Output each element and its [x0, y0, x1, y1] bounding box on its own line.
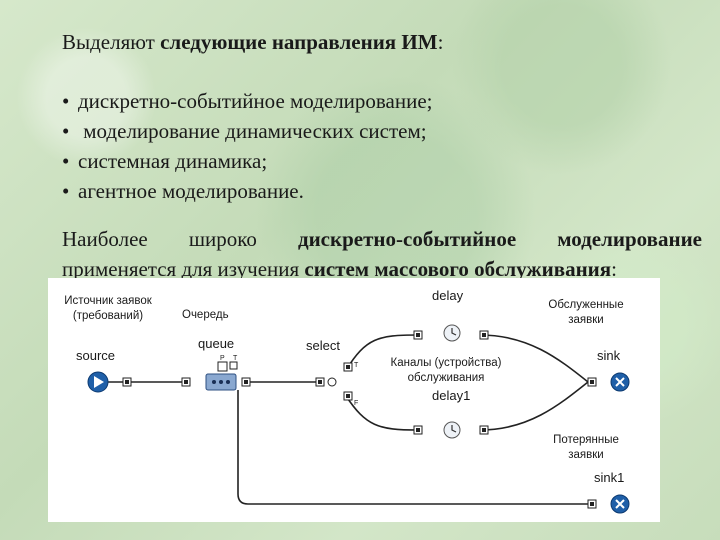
channels-line1: Каналы (устройства)	[390, 357, 502, 369]
play-icon	[94, 376, 104, 388]
channels-line2: обслуживания	[407, 372, 485, 384]
delay1-name: delay1	[432, 388, 471, 403]
connection-wires	[106, 334, 589, 505]
port-dot	[416, 428, 420, 432]
served-line1: Обслуженные	[548, 299, 624, 311]
select-true-label: T	[354, 362, 359, 369]
queue-item-icon	[219, 380, 223, 384]
port-dot	[346, 365, 350, 369]
port-dot	[590, 380, 594, 384]
lost-caption: Потерянные заявки	[536, 433, 636, 463]
heading-prefix: Выделяют	[62, 30, 161, 54]
source-caption-line2: (требований)	[72, 310, 144, 322]
directions-list: • дискретно-событийное моделирование; • м…	[62, 86, 433, 206]
para-bold2: систем массового обслуживания	[304, 257, 612, 281]
served-caption: Обслуженные заявки	[536, 298, 636, 328]
list-item-text: дискретно-событийное моделирование;	[78, 89, 433, 113]
served-line2: заявки	[568, 314, 604, 326]
heading: Выделяют следующие направления ИМ:	[62, 30, 443, 55]
list-item: • агентное моделирование.	[62, 176, 433, 206]
bullet-dot: •	[62, 89, 70, 113]
queueing-model-diagram: Источник заявок (требований) Очередь sou…	[48, 278, 660, 522]
wire-delay-sink	[479, 334, 589, 383]
para-part3: :	[611, 257, 617, 281]
wire-queue-sink1	[237, 390, 588, 505]
queue-p-port	[217, 361, 228, 372]
wire-delay1-sink	[479, 381, 589, 431]
bullet-dot: •	[62, 119, 70, 143]
queue-name: queue	[198, 336, 235, 351]
source-caption: Источник заявок (требований)	[56, 294, 160, 324]
sink1-name: sink1	[594, 470, 625, 485]
queue-port-p-label: P	[220, 355, 225, 362]
para-part1: Наиболее широко	[62, 227, 298, 251]
bullet-dot: •	[62, 149, 70, 173]
port-dot	[244, 380, 248, 384]
queue-caption: Очередь	[182, 309, 229, 321]
close-icon	[615, 499, 625, 509]
list-item: • моделирование динамических систем;	[62, 116, 433, 146]
description-paragraph: Наиболее широко дискретно-событийное мод…	[62, 224, 702, 284]
wire-select-delay	[345, 334, 419, 371]
list-item: • системная динамика;	[62, 146, 433, 176]
source-caption-line1: Источник заявок	[64, 295, 152, 307]
lost-line1: Потерянные	[553, 434, 619, 446]
clock-icon	[451, 425, 457, 433]
channels-caption: Каналы (устройства) обслуживания	[376, 356, 516, 386]
list-item-text: моделирование динамических систем;	[78, 119, 427, 143]
sink-name: sink	[597, 348, 621, 363]
heading-suffix: :	[437, 30, 444, 54]
list-item-text: системная динамика;	[78, 149, 268, 173]
port-dot	[482, 333, 486, 337]
clock-icon	[451, 328, 457, 336]
port-dot	[590, 502, 594, 506]
delay-name: delay	[432, 288, 464, 303]
para-bold1: дискретно-событийное моделирование	[297, 227, 702, 251]
select-name: select	[306, 338, 340, 353]
diagram-canvas	[87, 324, 630, 514]
queue-t-port	[229, 361, 238, 370]
list-item-text: агентное моделирование.	[78, 179, 304, 203]
port-dot	[125, 380, 129, 384]
source-name: source	[76, 348, 116, 363]
wire-select-delay1	[345, 395, 419, 431]
queue-port-t-label: T	[233, 355, 238, 362]
select-false-label: F	[354, 400, 359, 407]
heading-bold: следующие направления ИМ	[160, 30, 438, 54]
para-part2: применяется для изучения	[62, 257, 305, 281]
close-icon	[615, 377, 625, 387]
port-dot	[482, 428, 486, 432]
lost-line2: заявки	[568, 449, 604, 461]
queue-item-icon	[212, 380, 216, 384]
port-dot	[416, 333, 420, 337]
port-dot	[346, 394, 350, 398]
list-item: • дискретно-событийное моделирование;	[62, 86, 433, 116]
port-dot	[318, 380, 322, 384]
queue-item-icon	[226, 380, 230, 384]
select-block[interactable]	[327, 377, 337, 387]
bullet-dot: •	[62, 179, 70, 203]
port-dot	[184, 380, 188, 384]
